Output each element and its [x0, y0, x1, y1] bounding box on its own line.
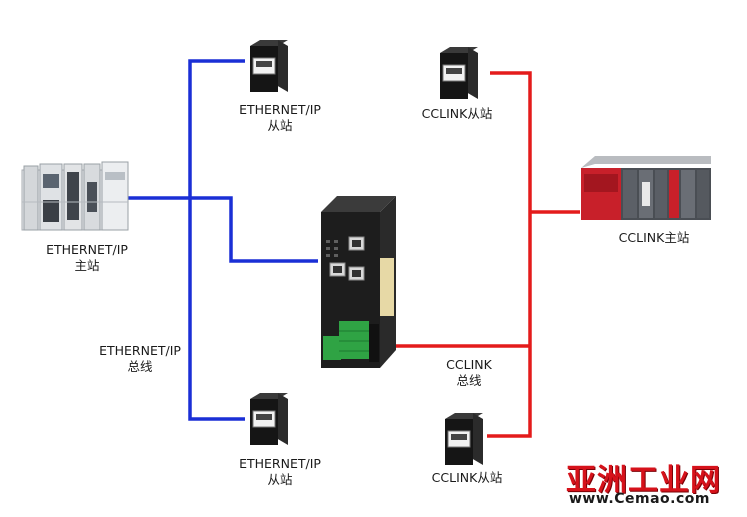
label-cclink-slave-bottom: CCLINK从站 [431, 470, 503, 485]
cclink-trunk-line [487, 71, 532, 438]
ethernet-trunk-line [188, 59, 245, 421]
ethernet-slave-top-device [250, 40, 288, 92]
watermark-url: www.Cemao.com [569, 491, 710, 507]
gateway-device [321, 196, 396, 368]
ethernet-bus-lines [128, 59, 318, 421]
gateway-status-leds [326, 240, 338, 257]
label-cclink-slave-top: CCLINK从站 [421, 106, 493, 121]
cclink-bus-lines [392, 71, 580, 438]
ethernet-slave-bottom-device [250, 393, 288, 445]
watermark-logo-text: 亚洲工业网 [566, 463, 721, 498]
cclink-slave-top-device [440, 47, 478, 99]
ethernet-master-link [128, 196, 318, 263]
label-cclink-master: CCLINK主站 [618, 230, 690, 245]
cclink-slave-bottom-device [445, 413, 483, 465]
gateway-terminal-block [323, 321, 379, 362]
cclink-master-plc [581, 156, 711, 220]
ethernet-master-plc [21, 161, 129, 231]
